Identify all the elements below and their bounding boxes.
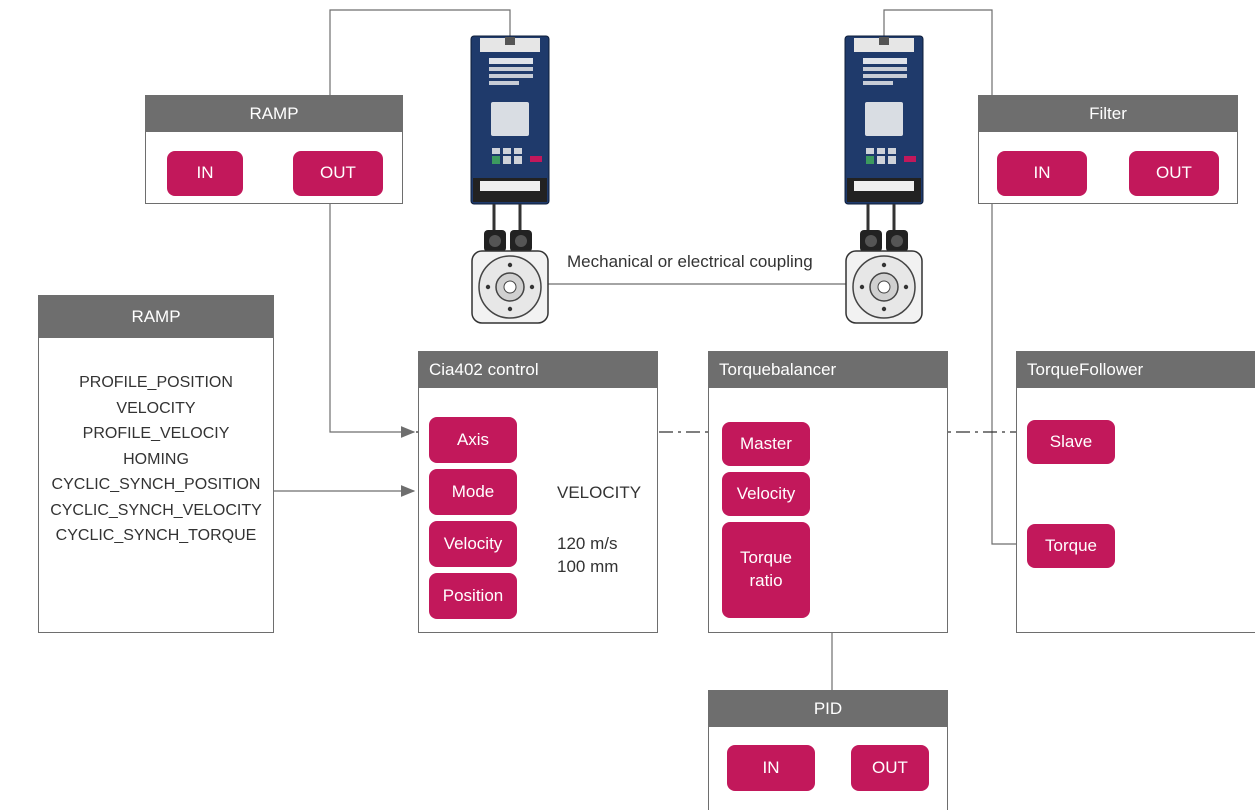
filter-out-button[interactable]: OUT (1129, 151, 1219, 196)
servo-motor-right (845, 230, 923, 324)
cia402-block: Cia402 control Axis Mode Velocity Positi… (418, 351, 658, 633)
filter-in-button[interactable]: IN (997, 151, 1087, 196)
mode-item: VELOCITY (116, 399, 196, 417)
mode-list-block: RAMP PROFILE_POSITION VELOCITY PROFILE_V… (38, 295, 274, 633)
ramp-out-button[interactable]: OUT (293, 151, 383, 196)
ramp-block-title: RAMP (146, 96, 402, 132)
pid-out-button[interactable]: OUT (851, 745, 929, 791)
cia402-velocity-value: 120 m/s (557, 534, 618, 553)
cia402-position-button[interactable]: Position (429, 573, 517, 619)
cia402-velocity-button[interactable]: Velocity (429, 521, 517, 567)
servo-drive-left (470, 35, 550, 232)
torquefollower-block: TorqueFollower Slave Torque (1016, 351, 1255, 633)
torquebalancer-master-button[interactable]: Master (722, 422, 810, 466)
cia402-title: Cia402 control (419, 352, 657, 388)
right-drive-wire (883, 9, 1026, 545)
filter-block-title: Filter (979, 96, 1237, 132)
torquebalancer-velocity-button[interactable]: Velocity (722, 472, 810, 516)
cia402-axis-button[interactable]: Axis (429, 417, 517, 463)
servo-motor-left (471, 230, 549, 324)
ramp-in-button[interactable]: IN (167, 151, 243, 196)
mode-item: CYCLIC_SYNCH_TORQUE (55, 527, 257, 544)
torquebalancer-torque-ratio-button[interactable]: Torque ratio (722, 522, 810, 618)
coupling-label: Mechanical or electrical coupling (565, 252, 815, 272)
mode-item: CYCLIC_SYNCH_VELOCITY (50, 501, 262, 519)
mode-item: HOMING (123, 450, 189, 468)
cia402-mode-button[interactable]: Mode (429, 469, 517, 515)
torquebalancer-title: Torquebalancer (709, 352, 947, 388)
mode-list-title: RAMP (39, 296, 273, 338)
torquefollower-torque-button[interactable]: Torque (1027, 524, 1115, 568)
cia402-position-value: 100 mm (557, 557, 619, 576)
left-drive-wire (329, 9, 511, 433)
servo-drive-right (844, 35, 924, 232)
pid-title: PID (709, 691, 947, 727)
mode-item: PROFILE_VELOCIY (82, 425, 230, 442)
pid-block: PID IN OUT (708, 690, 948, 810)
cia402-mode-value: VELOCITY (557, 483, 642, 502)
torquefollower-title: TorqueFollower (1017, 352, 1255, 388)
mode-item: PROFILE_POSITION (79, 374, 233, 391)
mode-item: CYCLIC_SYNCH_POSITION (51, 476, 261, 493)
pid-in-button[interactable]: IN (727, 745, 815, 791)
mode-list: PROFILE_POSITION VELOCITY PROFILE_VELOCI… (39, 370, 273, 549)
filter-block: Filter IN OUT (978, 95, 1238, 204)
ramp-block-top: RAMP IN OUT (145, 95, 403, 204)
torquefollower-slave-button[interactable]: Slave (1027, 420, 1115, 464)
torquebalancer-block: Torquebalancer Master Velocity Torque ra… (708, 351, 948, 633)
